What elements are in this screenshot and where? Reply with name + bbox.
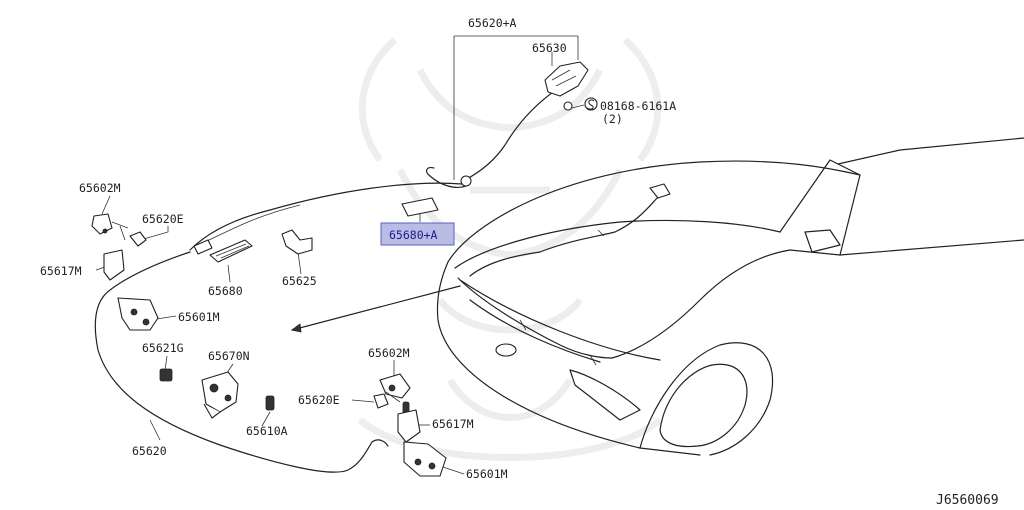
hood-lock-right-parts <box>373 373 447 477</box>
part-label-65621g[interactable]: 65621G <box>142 341 184 355</box>
part-label-65601m-left[interactable]: 65601M <box>178 310 220 324</box>
diagram-code: J6560069 <box>936 493 999 508</box>
part-label-65620-a[interactable]: 65620+A <box>468 16 517 30</box>
part-label-65602m-left[interactable]: 65602M <box>79 181 121 195</box>
part-label-65670n[interactable]: 65670N <box>208 349 250 363</box>
watermark-logo <box>357 37 663 461</box>
hood-release-cable <box>94 85 563 473</box>
vehicle-illustration <box>291 137 1024 456</box>
part-label-65620e-right[interactable]: 65620E <box>298 393 340 407</box>
part-label-65630[interactable]: 65630 <box>532 41 567 55</box>
part-label-65617m-left[interactable]: 65617M <box>40 264 82 278</box>
part-label-65620[interactable]: 65620 <box>132 444 167 458</box>
highlight-box <box>380 222 455 246</box>
part-label-65680-a-highlighted[interactable]: 65680+A <box>389 228 438 242</box>
standard-part-symbol-icon <box>584 97 598 111</box>
part-label-bolt-qty: (2) <box>602 112 623 126</box>
hood-lock-left-parts <box>91 213 173 382</box>
part-labels: 65620+A 65630 08168-6161A (2) 65602M 656… <box>40 16 999 508</box>
part-label-bolt[interactable]: 08168-6161A <box>600 99 676 113</box>
clip-parts <box>193 197 439 263</box>
part-label-65602m-right[interactable]: 65602M <box>368 346 410 360</box>
part-label-65620e-left[interactable]: 65620E <box>142 212 184 226</box>
part-label-65625[interactable]: 65625 <box>282 274 317 288</box>
part-label-65617m-right[interactable]: 65617M <box>432 417 474 431</box>
part-label-65601m-right[interactable]: 65601M <box>466 467 508 481</box>
hood-lock-center-part <box>201 371 275 419</box>
part-label-65610a[interactable]: 65610A <box>246 424 288 438</box>
part-label-65680[interactable]: 65680 <box>208 284 243 298</box>
